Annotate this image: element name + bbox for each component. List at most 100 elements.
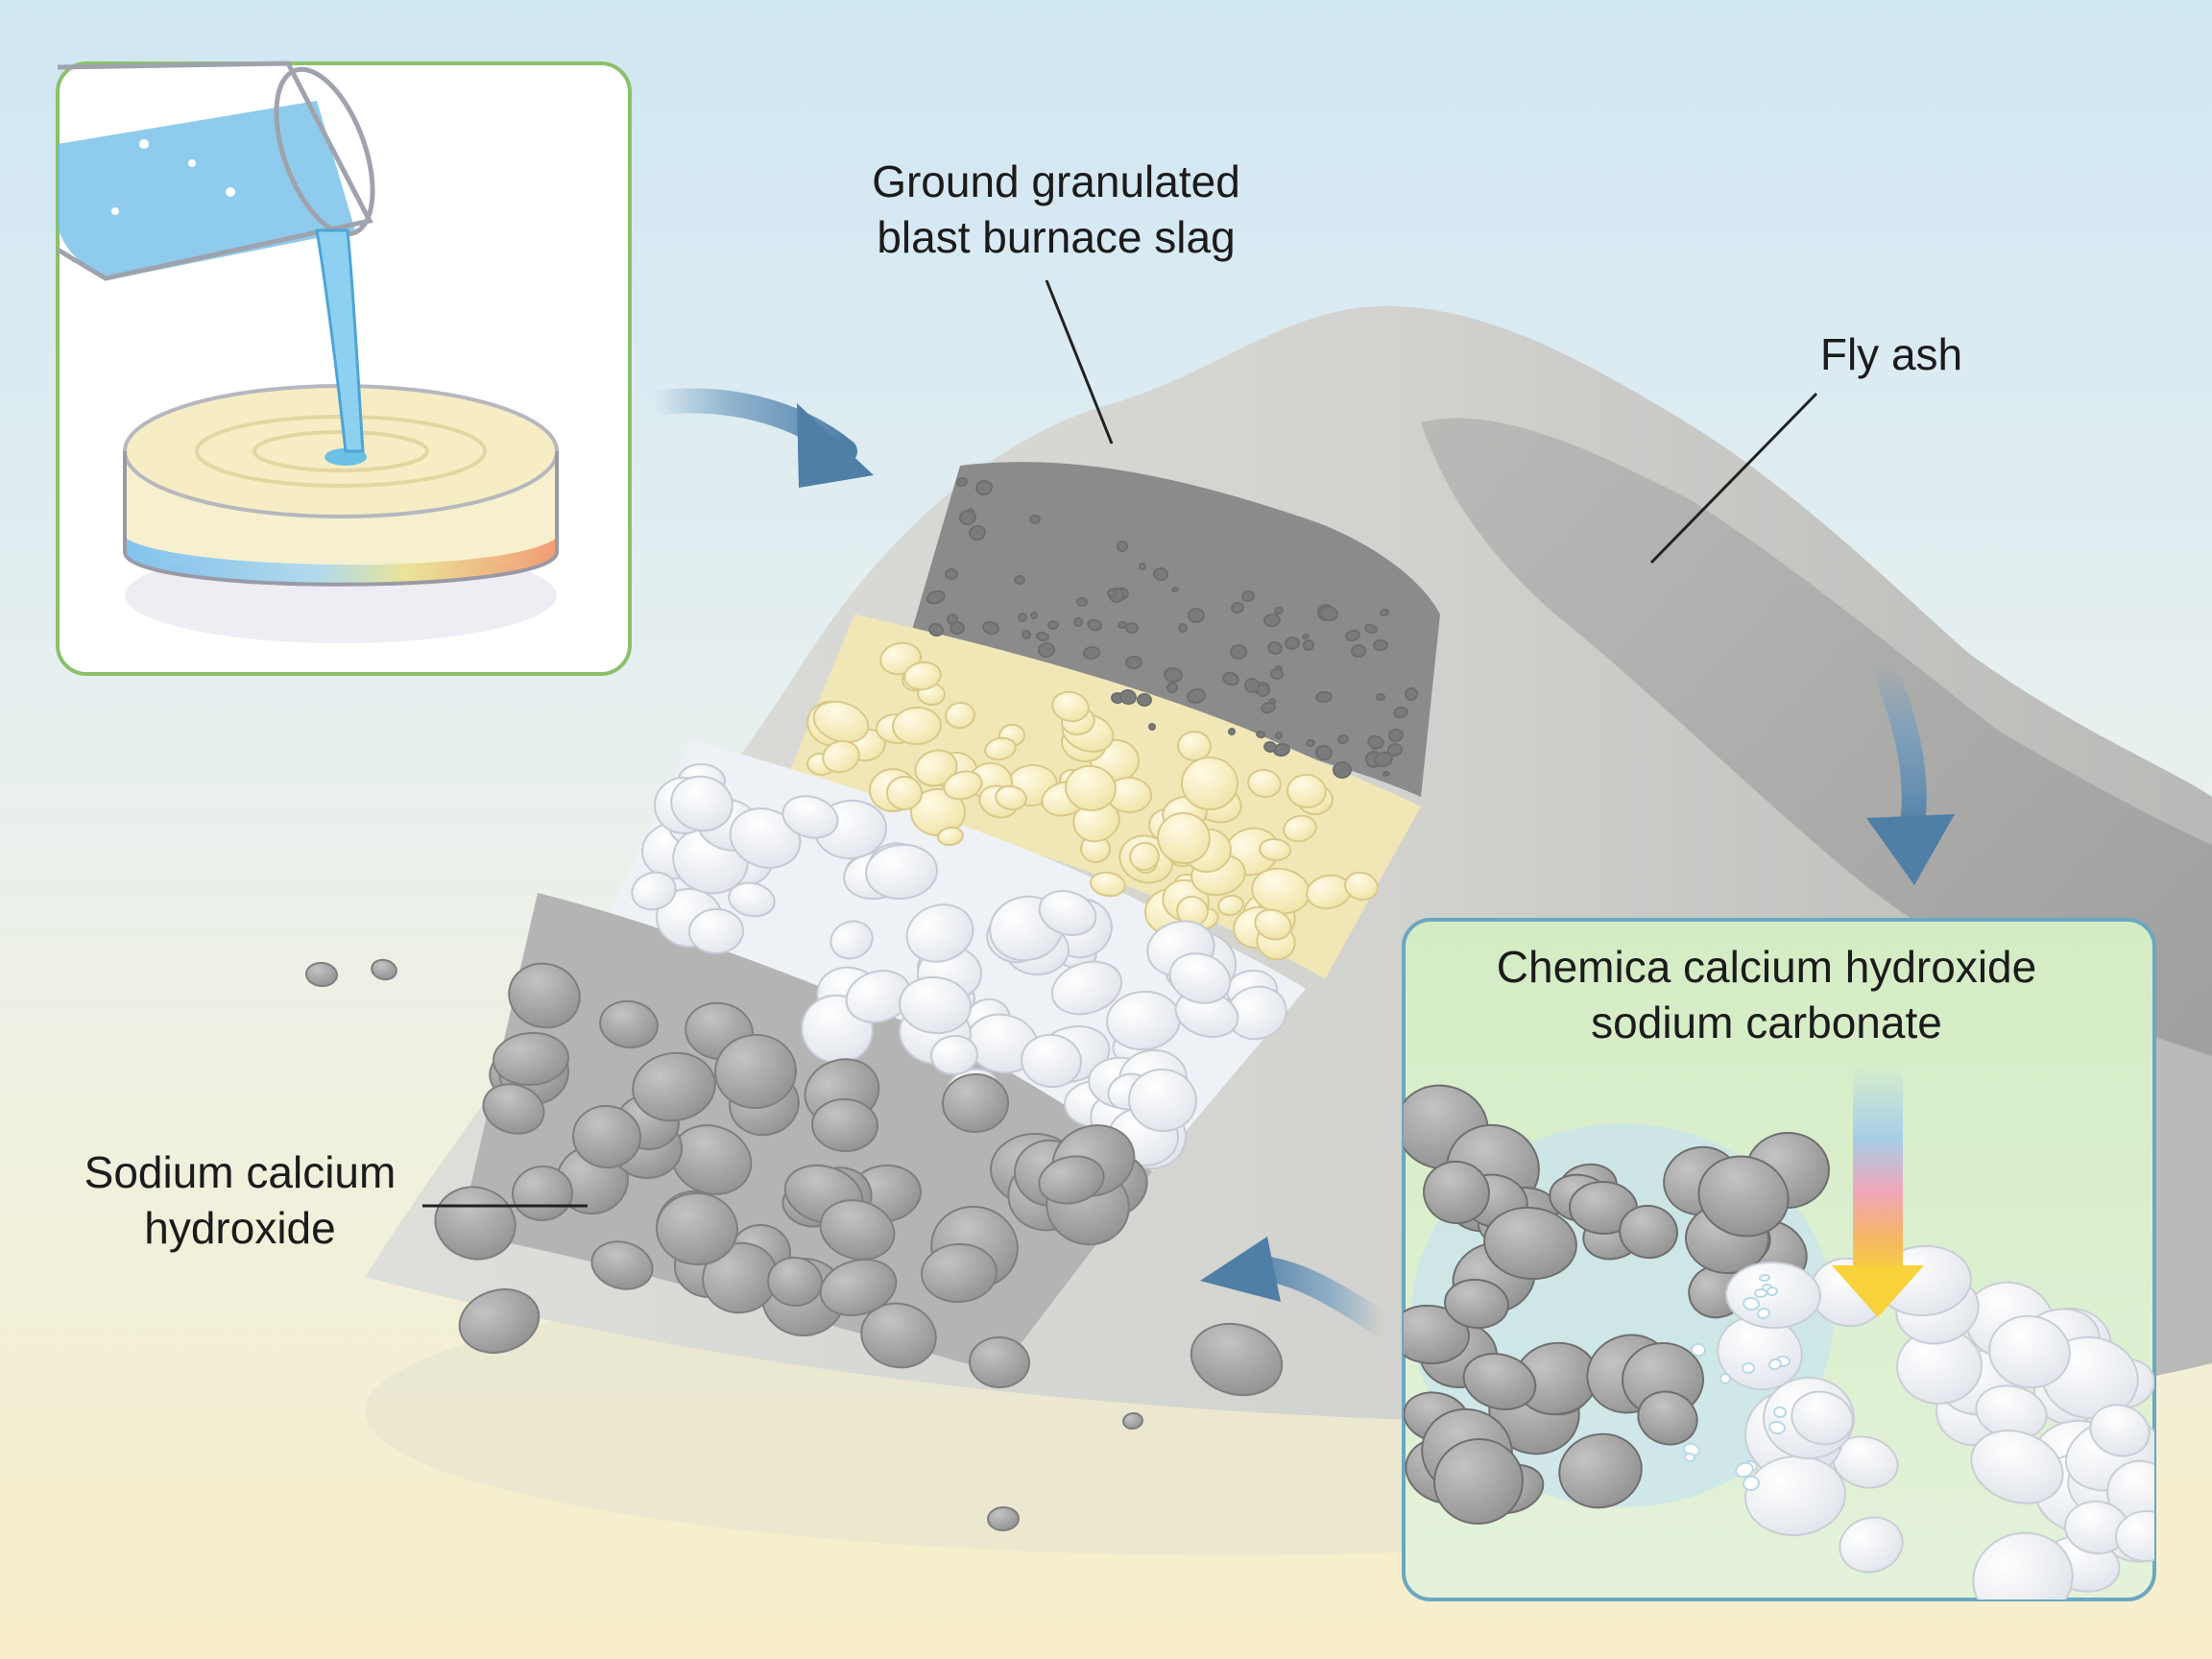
slag-particle <box>1018 613 1027 622</box>
slag-particle <box>1382 770 1390 778</box>
fly-ash-region <box>1421 418 2212 1056</box>
slag-particle <box>1367 734 1384 750</box>
slag-particle <box>1388 728 1404 743</box>
slag-particle <box>1263 740 1277 754</box>
white-crystal <box>830 920 874 960</box>
white-crystal <box>781 795 839 839</box>
inset-bubble <box>1719 1373 1731 1384</box>
slag-particle <box>1230 644 1247 660</box>
petri-dish-icon <box>123 384 559 643</box>
flow-arrow-icon <box>1200 1237 1395 1337</box>
white-crystal <box>1168 952 1232 1004</box>
yellow-granules <box>806 641 1379 961</box>
yellow-granule <box>995 784 1027 811</box>
slag-particle <box>950 620 965 636</box>
inset-bubble <box>1754 1287 1767 1299</box>
grey-stone <box>811 1097 878 1153</box>
yellow-granule <box>1181 756 1238 811</box>
inset-grey-stone <box>1483 1206 1577 1281</box>
yellow-granule <box>1177 730 1212 762</box>
slag-particle <box>1351 643 1366 659</box>
grey-stone <box>656 1191 738 1266</box>
slag-particle <box>969 524 986 541</box>
slag-particle <box>1178 623 1188 633</box>
leader-line-icon <box>1045 279 1114 445</box>
slag-particle <box>1029 514 1041 525</box>
grey-stone <box>860 1302 937 1369</box>
flow-arrow-icon <box>640 388 874 488</box>
slag-particle <box>1315 744 1333 761</box>
yellow-granule <box>984 736 1017 761</box>
slag-particle <box>1373 639 1388 651</box>
inset-grey-stone <box>1619 1204 1678 1260</box>
slag-particle <box>1315 690 1333 704</box>
white-crystal <box>1021 1033 1082 1089</box>
yellow-granule <box>886 775 923 811</box>
slag-particle <box>1222 671 1239 686</box>
yellow-granule <box>1129 841 1160 872</box>
pebble <box>458 1288 541 1354</box>
inset-bubble <box>1743 1475 1760 1492</box>
slag-particle <box>1267 640 1283 656</box>
inset-bubble <box>1742 1361 1755 1375</box>
slag-texture <box>910 476 1418 780</box>
inset-bubble <box>1759 1273 1770 1283</box>
slag-particle <box>928 622 944 637</box>
white-crystal <box>729 807 802 869</box>
pebble <box>987 1505 1020 1532</box>
inset-bubble <box>1735 1461 1754 1479</box>
grey-stone <box>572 1104 641 1169</box>
inset-white-stone <box>1972 1531 2074 1599</box>
label-ground-granulated-blast-furnace-slag: Ground granulated blast burnace slag <box>787 154 1325 265</box>
yellow-granule <box>1065 764 1117 812</box>
slag-particle <box>1118 620 1127 630</box>
inset-grey-stones <box>1404 1084 1830 1526</box>
label-line: sodium carbonate <box>1591 998 1942 1047</box>
slag-particle <box>982 620 999 636</box>
slag-particle <box>975 479 993 496</box>
yellow-granule <box>943 770 983 801</box>
pebble <box>1190 1322 1284 1397</box>
white-crystal <box>1050 960 1123 1016</box>
slag-particle <box>1125 621 1139 635</box>
yellow-granule <box>1259 837 1291 862</box>
slag-particle <box>1263 613 1281 628</box>
inset-white-stone <box>2115 1509 2154 1563</box>
inset-white-stone <box>2089 1404 2151 1457</box>
slag-particle <box>1022 630 1031 639</box>
slag-particle <box>956 476 968 488</box>
yellow-granule <box>812 700 870 744</box>
white-crystal <box>670 775 733 832</box>
slag-particle <box>1076 596 1088 608</box>
slag-particle <box>1153 566 1168 582</box>
grey-stone <box>969 1335 1030 1389</box>
label-line: blast burnace slag <box>877 212 1236 262</box>
inset-grey-stone <box>1462 1353 1537 1410</box>
slag-particle <box>1036 631 1049 642</box>
pebble <box>1122 1411 1143 1431</box>
inset-bubble <box>1768 1358 1782 1371</box>
grey-stone <box>590 1240 654 1290</box>
white-crystals <box>631 762 1287 1170</box>
grey-stone <box>819 1259 898 1316</box>
slag-particle <box>1319 605 1338 622</box>
slag-particle <box>1387 742 1403 757</box>
yellow-granule <box>1051 690 1090 723</box>
pebble <box>371 958 397 981</box>
grey-stone <box>921 1242 998 1304</box>
inset-grey-stone <box>1433 1437 1524 1526</box>
inset-white-stone <box>1839 1516 1904 1574</box>
grey-stone <box>767 1256 823 1308</box>
slag-particle <box>1376 692 1385 702</box>
slag-particle <box>1148 723 1156 731</box>
leader-line-icon <box>1649 392 1818 565</box>
slag-particle <box>1302 633 1310 640</box>
slag-particle <box>1345 629 1360 642</box>
inset-bubble <box>1684 1452 1695 1463</box>
inset-bubble <box>1743 1296 1760 1311</box>
yellow-granule <box>1157 811 1211 865</box>
white-crystal <box>865 843 938 901</box>
inset-grey-stone <box>1697 1155 1790 1238</box>
mixing-inset <box>56 60 632 676</box>
inset-grey-stone <box>1637 1390 1698 1446</box>
